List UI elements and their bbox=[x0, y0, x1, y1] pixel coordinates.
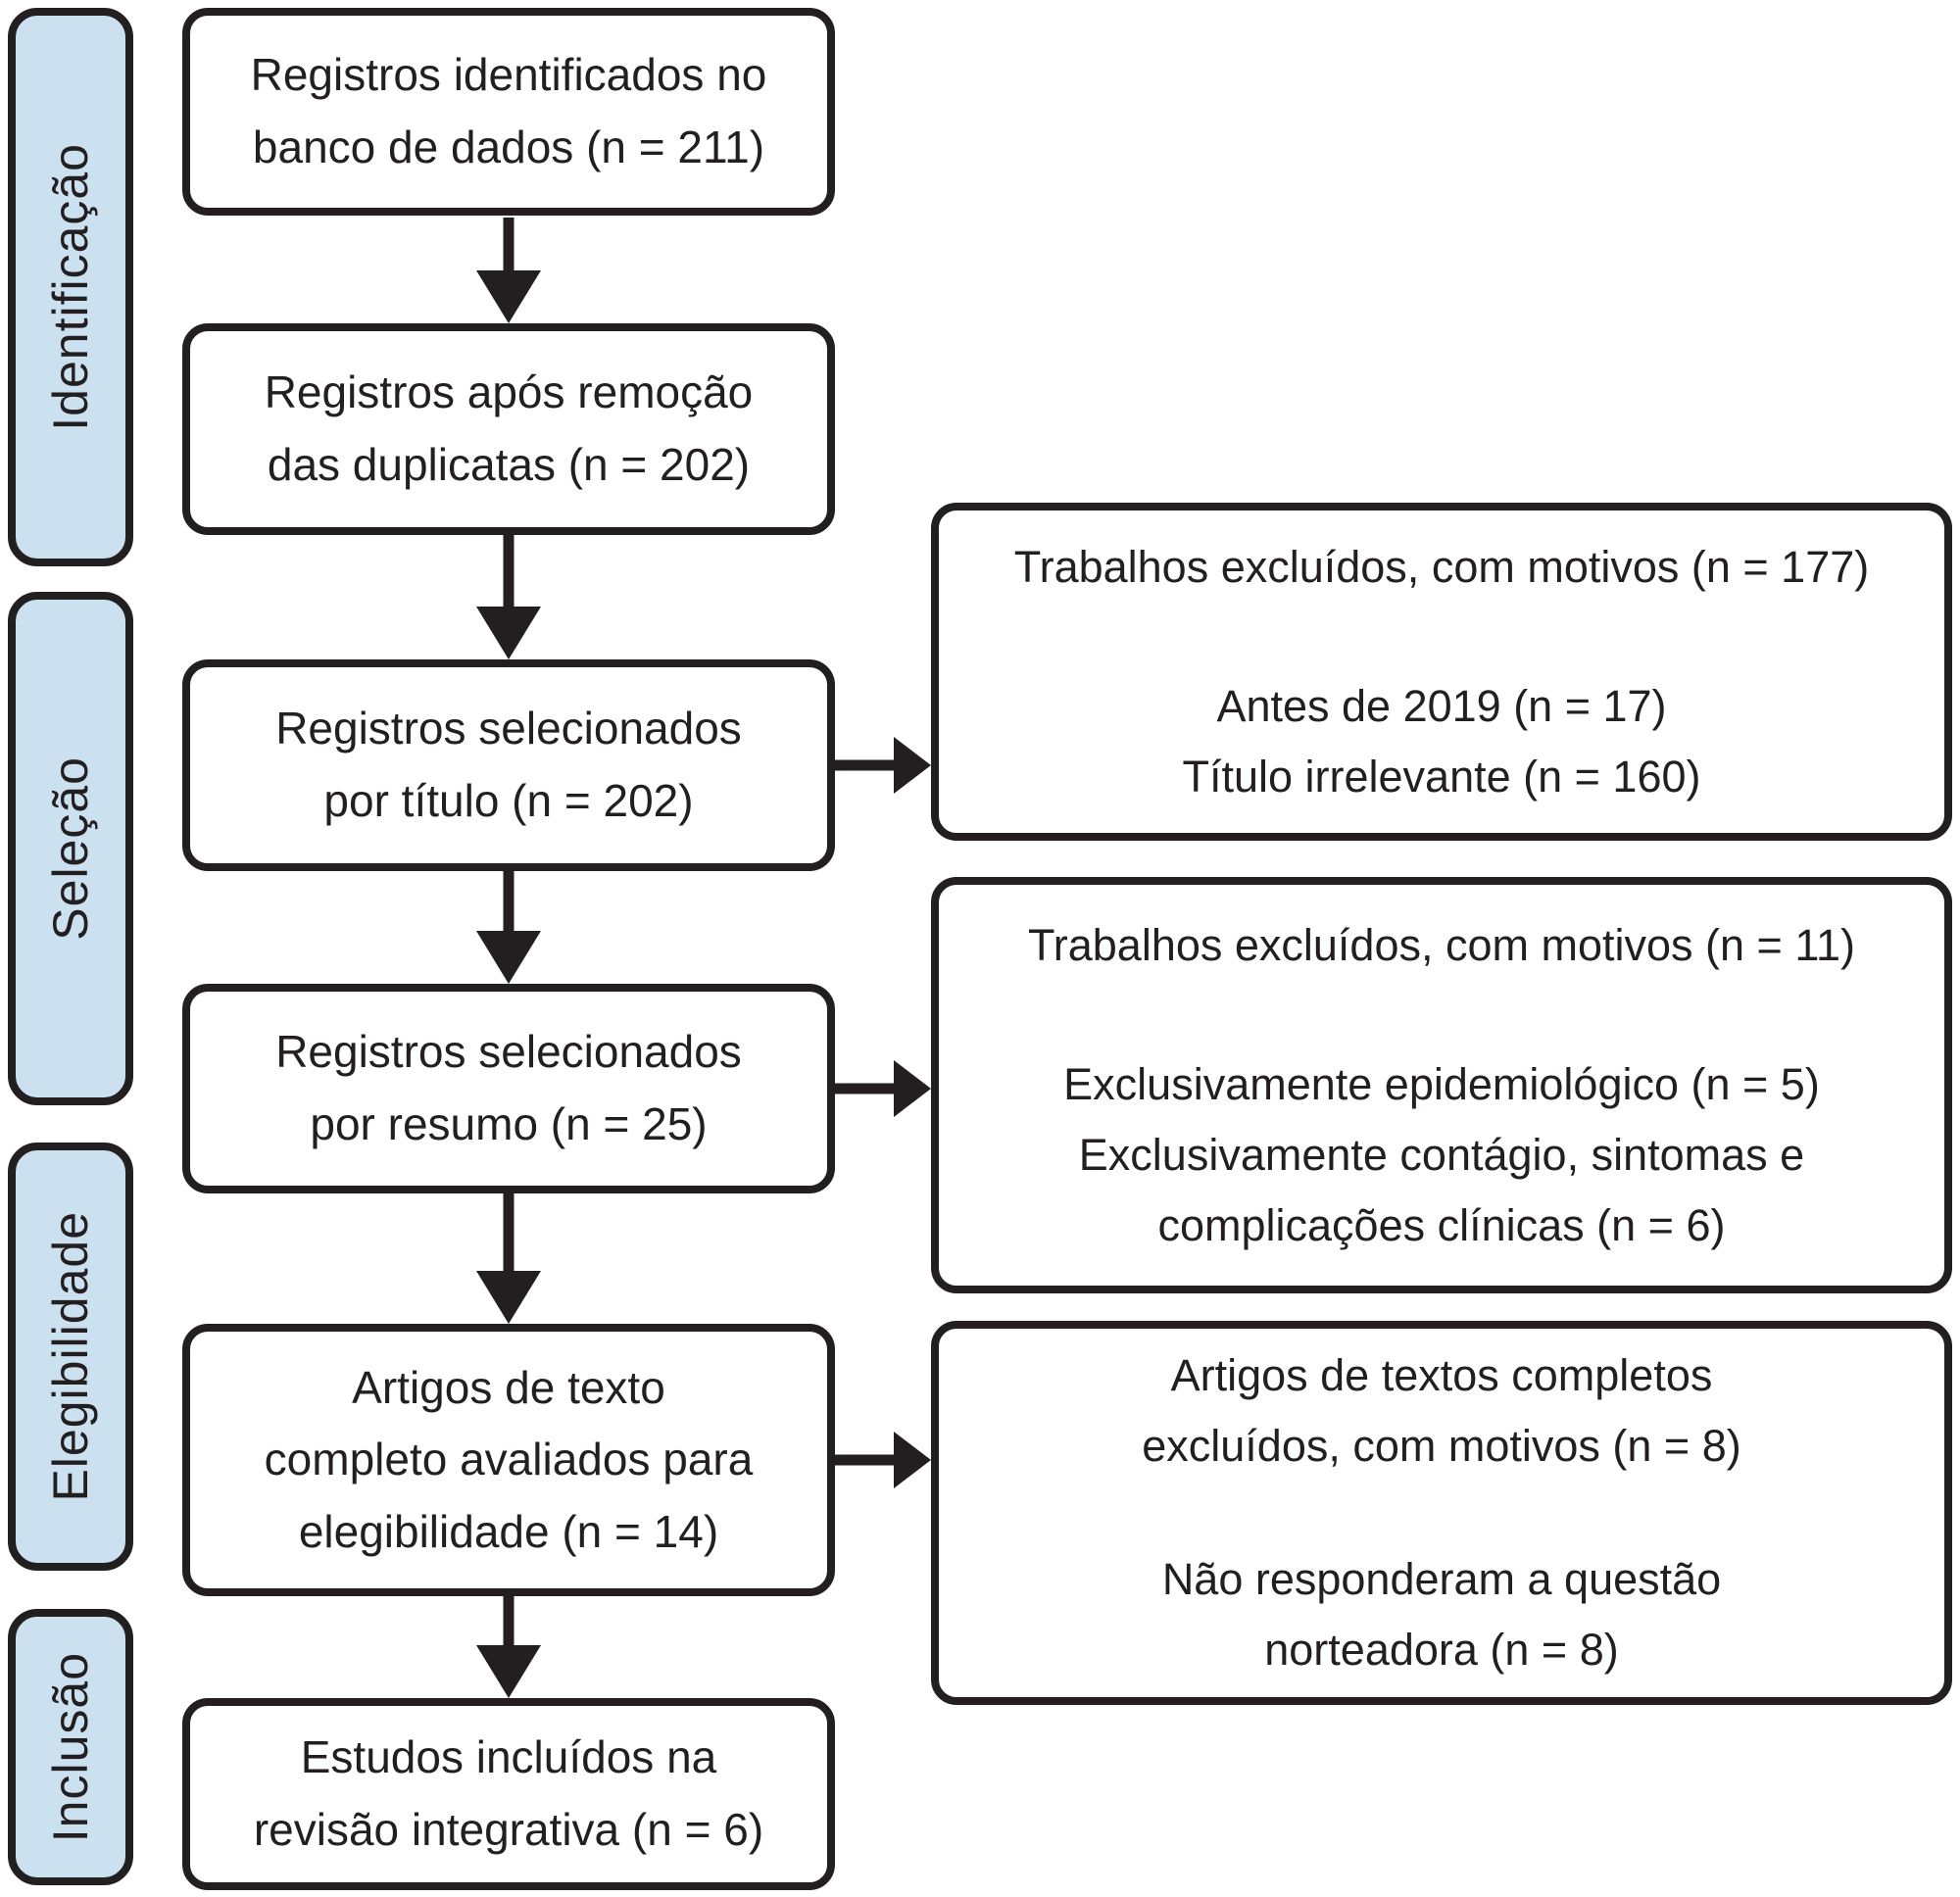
down-arrow-3-stem bbox=[503, 871, 514, 937]
right-arrow-1-stem bbox=[835, 759, 898, 771]
flow-box-screened-by-abstract-text: Registros selecionados por resumo (n = 2… bbox=[275, 1026, 742, 1149]
down-arrow-4-stem bbox=[503, 1193, 514, 1277]
right-arrow-2-head bbox=[894, 1060, 931, 1117]
down-arrow-4-head bbox=[476, 1271, 541, 1324]
flow-box-records-identified: Registros identificados no banco de dado… bbox=[182, 8, 835, 216]
right-arrow-3 bbox=[835, 1431, 931, 1489]
exclusion-box-abstract-screening: Trabalhos excluídos, com motivos (n = 11… bbox=[931, 877, 1952, 1293]
down-arrow-5 bbox=[476, 1596, 541, 1698]
down-arrow-1 bbox=[476, 218, 541, 323]
flow-box-studies-included-text: Estudos incluídos na revisão integrativa… bbox=[253, 1731, 764, 1855]
right-arrow-1 bbox=[835, 736, 931, 795]
down-arrow-2-head bbox=[476, 607, 541, 659]
flow-box-screened-by-abstract: Registros selecionados por resumo (n = 2… bbox=[182, 984, 835, 1193]
exclusion-box-fulltext: Artigos de textos completos excluídos, c… bbox=[931, 1321, 1952, 1705]
right-arrow-2-stem bbox=[835, 1083, 898, 1094]
down-arrow-4 bbox=[476, 1193, 541, 1324]
exclusion-box-fulltext-reasons: Não responderam a questão norteadora (n … bbox=[1161, 1554, 1722, 1675]
flow-box-after-duplicates-removed-text: Registros após remoção das duplicatas (n… bbox=[264, 366, 754, 490]
exclusion-box-title-screening-title: Trabalhos excluídos, com motivos (n = 17… bbox=[1013, 541, 1870, 592]
stage-box-elegibilidade: Elegibilidade bbox=[8, 1143, 133, 1571]
stage-label-selecao: Seleção bbox=[43, 756, 98, 941]
exclusion-box-abstract-screening-title: Trabalhos excluídos, com motivos (n = 11… bbox=[1027, 919, 1856, 970]
exclusion-box-abstract-screening-reasons: Exclusivamente epidemiológico (n = 5) Ex… bbox=[1063, 1058, 1820, 1250]
down-arrow-5-head bbox=[476, 1645, 541, 1698]
flow-box-after-duplicates-removed: Registros após remoção das duplicatas (n… bbox=[182, 323, 835, 535]
down-arrow-3 bbox=[476, 871, 541, 984]
stage-box-inclusao: Inclusão bbox=[8, 1609, 133, 1885]
right-arrow-3-head bbox=[894, 1432, 931, 1488]
stage-box-selecao: Seleção bbox=[8, 592, 133, 1105]
stage-label-inclusao: Inclusão bbox=[43, 1651, 98, 1843]
down-arrow-2-stem bbox=[503, 535, 514, 612]
flow-box-fulltext-assessed-text: Artigos de texto completo avaliados para… bbox=[264, 1361, 754, 1557]
flow-box-studies-included: Estudos incluídos na revisão integrativa… bbox=[182, 1698, 835, 1890]
stage-label-elegibilidade: Elegibilidade bbox=[43, 1211, 98, 1502]
flow-box-records-identified-text: Registros identificados no banco de dado… bbox=[250, 49, 767, 172]
down-arrow-1-head bbox=[476, 270, 541, 323]
exclusion-box-title-screening: Trabalhos excluídos, com motivos (n = 17… bbox=[931, 503, 1952, 841]
right-arrow-2 bbox=[835, 1059, 931, 1118]
flow-box-screened-by-title: Registros selecionados por título (n = 2… bbox=[182, 659, 835, 871]
down-arrow-3-head bbox=[476, 931, 541, 984]
stage-box-identificacao: Identificação bbox=[8, 8, 133, 566]
right-arrow-1-head bbox=[894, 737, 931, 794]
right-arrow-3-stem bbox=[835, 1454, 898, 1466]
flow-box-screened-by-title-text: Registros selecionados por título (n = 2… bbox=[275, 703, 742, 826]
down-arrow-1-stem bbox=[503, 218, 514, 276]
down-arrow-5-stem bbox=[503, 1596, 514, 1651]
exclusion-box-title-screening-reasons: Antes de 2019 (n = 17) Título irrelevant… bbox=[1182, 680, 1701, 802]
stage-label-identificacao: Identificação bbox=[43, 143, 98, 431]
exclusion-box-fulltext-title: Artigos de textos completos excluídos, c… bbox=[1142, 1350, 1741, 1471]
down-arrow-2 bbox=[476, 535, 541, 659]
flow-box-fulltext-assessed: Artigos de texto completo avaliados para… bbox=[182, 1324, 835, 1596]
